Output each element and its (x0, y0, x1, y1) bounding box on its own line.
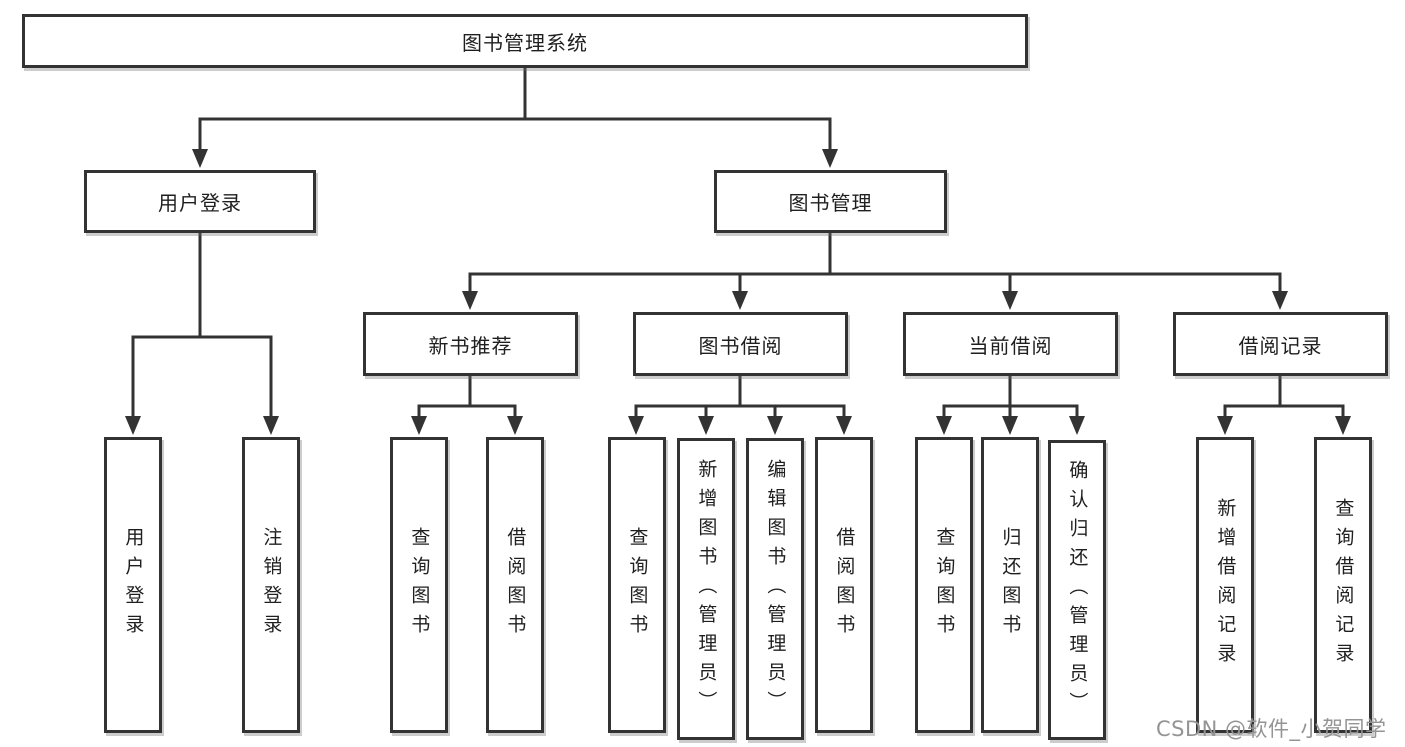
node-label: 查询图书 (933, 527, 956, 643)
node-label: 查询图书 (626, 527, 649, 643)
arrowhead (732, 291, 748, 310)
arrowhead (822, 149, 838, 168)
connector-book-borrow-rail (634, 404, 846, 418)
arrowhead (1217, 416, 1233, 435)
node-label: 用户登录 (122, 527, 145, 643)
node-bb-edit-book-admin: 编辑图书（管理员） (746, 438, 804, 740)
arrowhead (1002, 416, 1018, 435)
arrowhead (125, 416, 141, 435)
connector-level3-rail (468, 272, 1282, 293)
node-label: 注销登录 (260, 527, 283, 643)
node-label: 借阅记录 (1238, 333, 1323, 358)
node-label: 借阅图书 (504, 527, 527, 643)
node-current-borrow: 当前借阅 (903, 312, 1118, 376)
node-cb-confirm-return-admin: 确认归还（管理员） (1048, 440, 1106, 740)
node-new-book-recommend: 新书推荐 (363, 312, 578, 376)
node-label: 借阅图书 (833, 527, 856, 643)
node-nbr-query-book: 查询图书 (390, 437, 448, 733)
arrowhead (698, 416, 714, 435)
node-bb-query-book: 查询图书 (608, 437, 666, 733)
node-br-query-borrow-record: 查询借阅记录 (1314, 437, 1372, 733)
node-label: 新增图书（管理员） (695, 458, 718, 720)
arrowhead (936, 416, 952, 435)
node-nbr-borrow-book: 借阅图书 (486, 437, 544, 733)
arrowhead (1335, 416, 1351, 435)
node-label: 图书管理 (788, 191, 873, 215)
arrowhead (836, 416, 852, 435)
node-label: 确认归还（管理员） (1066, 459, 1089, 721)
node-label: 图书管理系统 (462, 30, 588, 55)
connector-level2-rail (198, 117, 832, 152)
node-label: 归还图书 (999, 527, 1022, 643)
arrowheads (125, 149, 1351, 435)
node-user-login: 用户登录 (84, 170, 316, 233)
connector-user-login-rail (131, 335, 273, 418)
node-label: 当前借阅 (968, 333, 1053, 358)
node-label: 新书推荐 (428, 333, 513, 358)
node-bb-add-book-admin: 新增图书（管理员） (677, 438, 735, 740)
node-cb-return-book: 归还图书 (981, 437, 1039, 733)
node-book-management: 图书管理 (714, 170, 947, 233)
node-borrow-records: 借阅记录 (1173, 312, 1388, 376)
node-label: 新增借阅记录 (1214, 498, 1237, 672)
connector-paths (131, 66, 1345, 418)
node-label: 图书借阅 (698, 333, 783, 358)
csdn-watermark: CSDN @软件_小贺同学 (1156, 717, 1387, 741)
node-br-add-borrow-record: 新增借阅记录 (1196, 437, 1254, 733)
arrowhead (1002, 291, 1018, 310)
node-label: 编辑图书（管理员） (764, 458, 787, 720)
connector-new-book-rail (417, 404, 517, 418)
node-library-system: 图书管理系统 (22, 14, 1028, 68)
arrowhead (507, 416, 523, 435)
node-label: 查询图书 (408, 527, 431, 643)
node-user-login-leaf: 用户登录 (104, 437, 162, 733)
node-book-borrow: 图书借阅 (633, 312, 848, 376)
node-cb-query-book: 查询图书 (915, 437, 973, 733)
arrowhead (628, 416, 644, 435)
node-label: 查询借阅记录 (1332, 498, 1355, 672)
arrowhead (767, 416, 783, 435)
node-label: 用户登录 (158, 191, 242, 215)
node-logout-leaf: 注销登录 (242, 437, 300, 733)
arrowhead (192, 149, 208, 168)
arrowhead (263, 416, 279, 435)
arrowhead (462, 291, 478, 310)
node-bb-borrow-book: 借阅图书 (815, 437, 873, 733)
arrowhead (1272, 291, 1288, 310)
arrowhead (411, 416, 427, 435)
arrowhead (1069, 416, 1085, 435)
connector-borrow-record-rail (1223, 404, 1345, 418)
